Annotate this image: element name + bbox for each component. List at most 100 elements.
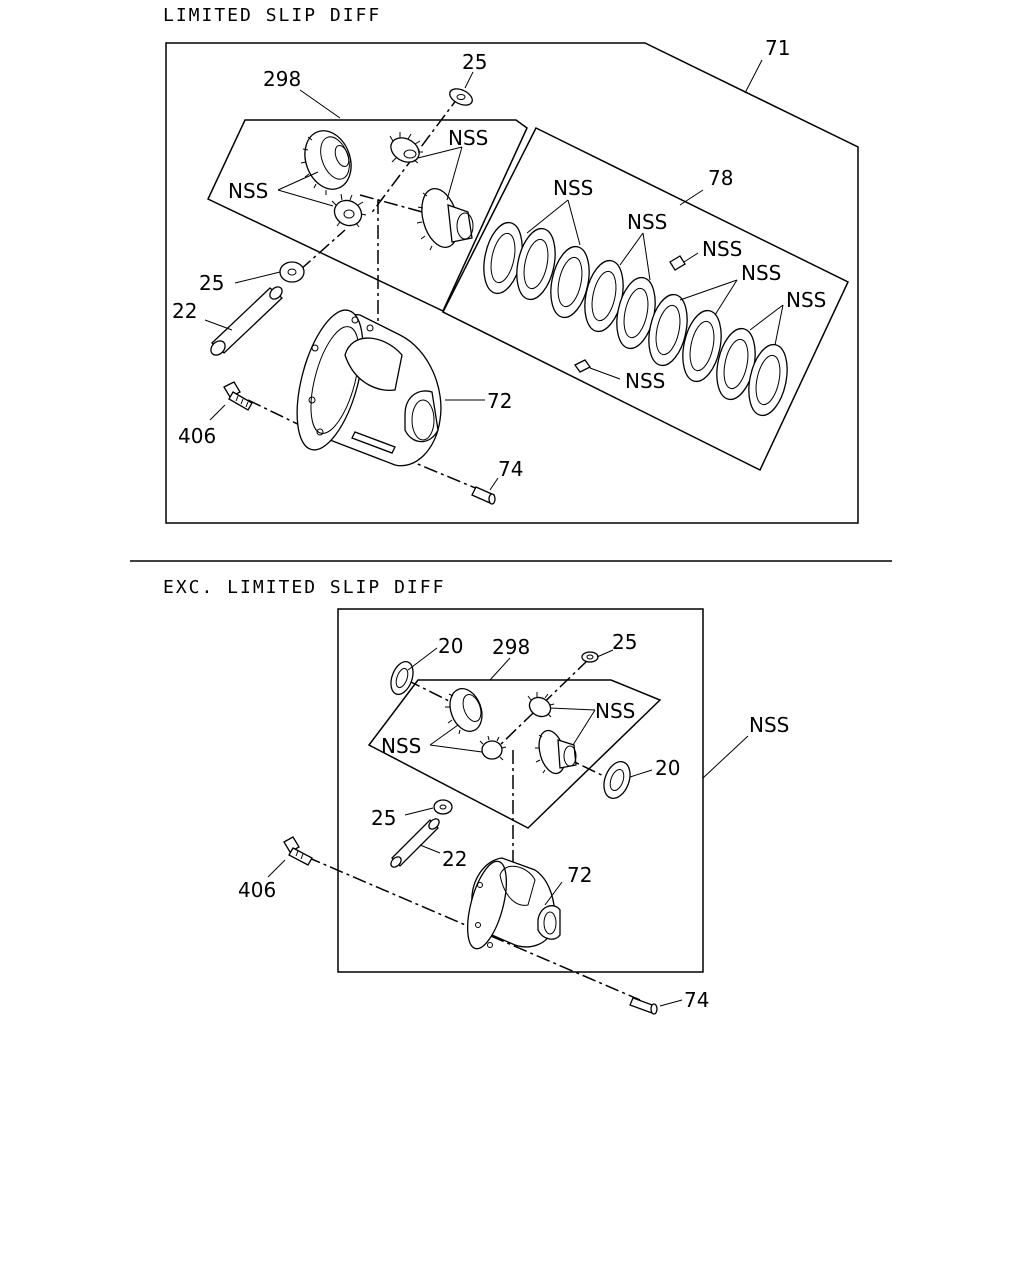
bolt [223,381,253,411]
thrust-washer [433,799,453,815]
leader-line [549,707,596,711]
leader-line [489,657,511,681]
top-assembly-frame [165,42,859,524]
leader-line [642,232,651,281]
leader-line [589,367,621,380]
callout-25: 25 [612,630,637,654]
leader-line [277,189,334,207]
clutch-plates [483,221,788,417]
callout-298: 298 [492,635,530,659]
clutch-plate [550,245,590,319]
differential-case-b [466,857,561,950]
leader-line [683,252,699,263]
side-gear-left [300,130,352,195]
clutch-plate-box [441,126,849,472]
callout-nss: NSS [749,713,789,737]
leader-line [544,881,563,906]
pinion-gear-bottom [331,193,367,228]
callout-72: 72 [567,863,592,887]
thrust-washer [449,88,473,106]
leader-line [407,647,438,671]
bottom-section-title: EXC. LIMITED SLIP DIFF [163,577,445,598]
callout-22: 22 [442,847,467,871]
callout-78: 78 [708,166,733,190]
callout-nss: NSS [786,288,826,312]
callout-nss: NSS [702,237,742,261]
callout-nss: NSS [595,699,635,723]
washer-hole [439,804,447,810]
leader-line [774,304,784,346]
leader-line [596,649,614,658]
clutch-plate [648,293,688,367]
callout-nss: NSS [553,176,593,200]
pinion-gear-top-b [527,692,555,718]
callout-22: 22 [172,299,197,323]
leader-line [567,199,581,246]
thrust-washer [279,261,305,283]
leader-line [277,171,319,191]
leader-line [749,304,784,331]
callout-25: 25 [199,271,224,295]
pinion-gear [481,740,503,760]
leader-line [744,59,763,94]
leader-line [234,271,281,284]
pinion-gear-bottom-b [479,735,507,761]
leader-line [679,279,738,301]
callout-nss: NSS [741,261,781,285]
pinion-shaft [210,286,283,356]
callout-406: 406 [238,878,276,902]
leader-line [417,146,463,159]
leader-line [429,744,483,753]
callout-74: 74 [498,457,523,481]
callout-nss: NSS [381,734,421,758]
clutch-plate [584,259,624,333]
washer-hole [609,768,625,792]
callout-406: 406 [178,424,216,448]
leader-line [702,735,749,779]
callout-25: 25 [462,50,487,74]
washer-hole [456,94,466,100]
bottom-assembly-frame [337,608,704,973]
leader-line [209,404,226,421]
side-gear-left-b [445,688,483,735]
axis-line [354,437,486,493]
callout-nss: NSS [625,369,665,393]
gear-set-box-bottom [367,679,662,829]
leader-line [489,477,499,491]
callout-nss: NSS [228,179,268,203]
leader-line [619,232,644,266]
callout-74: 74 [684,988,709,1012]
axis-line [299,229,346,271]
callout-nss: NSS [448,126,488,150]
gear-set-box [207,119,528,313]
leader-line [464,71,474,89]
side-gear-right [416,188,474,251]
bolt-b [283,836,313,866]
callout-20: 20 [655,756,680,780]
thrust-washer [581,651,599,663]
callout-25: 25 [371,806,396,830]
thrust-washer-20 [390,661,414,695]
leader-line [572,709,596,746]
pinion-shaft-b [390,818,440,868]
leader-line [629,769,653,778]
leader-line [419,844,441,854]
lock-pin-b [629,997,658,1015]
clutch-plate [616,276,656,350]
top-section-title: LIMITED SLIP DIFF [163,5,381,26]
callout-nss: NSS [627,210,667,234]
leader-line [404,807,434,816]
lock-pin [471,486,496,505]
leader-line [679,189,704,206]
washer-hole [586,654,594,660]
side-gear-right-b [535,729,577,775]
leader-line [446,146,463,201]
differential-case [296,309,442,467]
washer-hole [395,667,409,689]
callout-298: 298 [263,67,301,91]
callout-72: 72 [487,389,512,413]
shim [574,359,591,373]
callout-71: 71 [765,36,790,60]
clutch-plate [682,309,722,383]
